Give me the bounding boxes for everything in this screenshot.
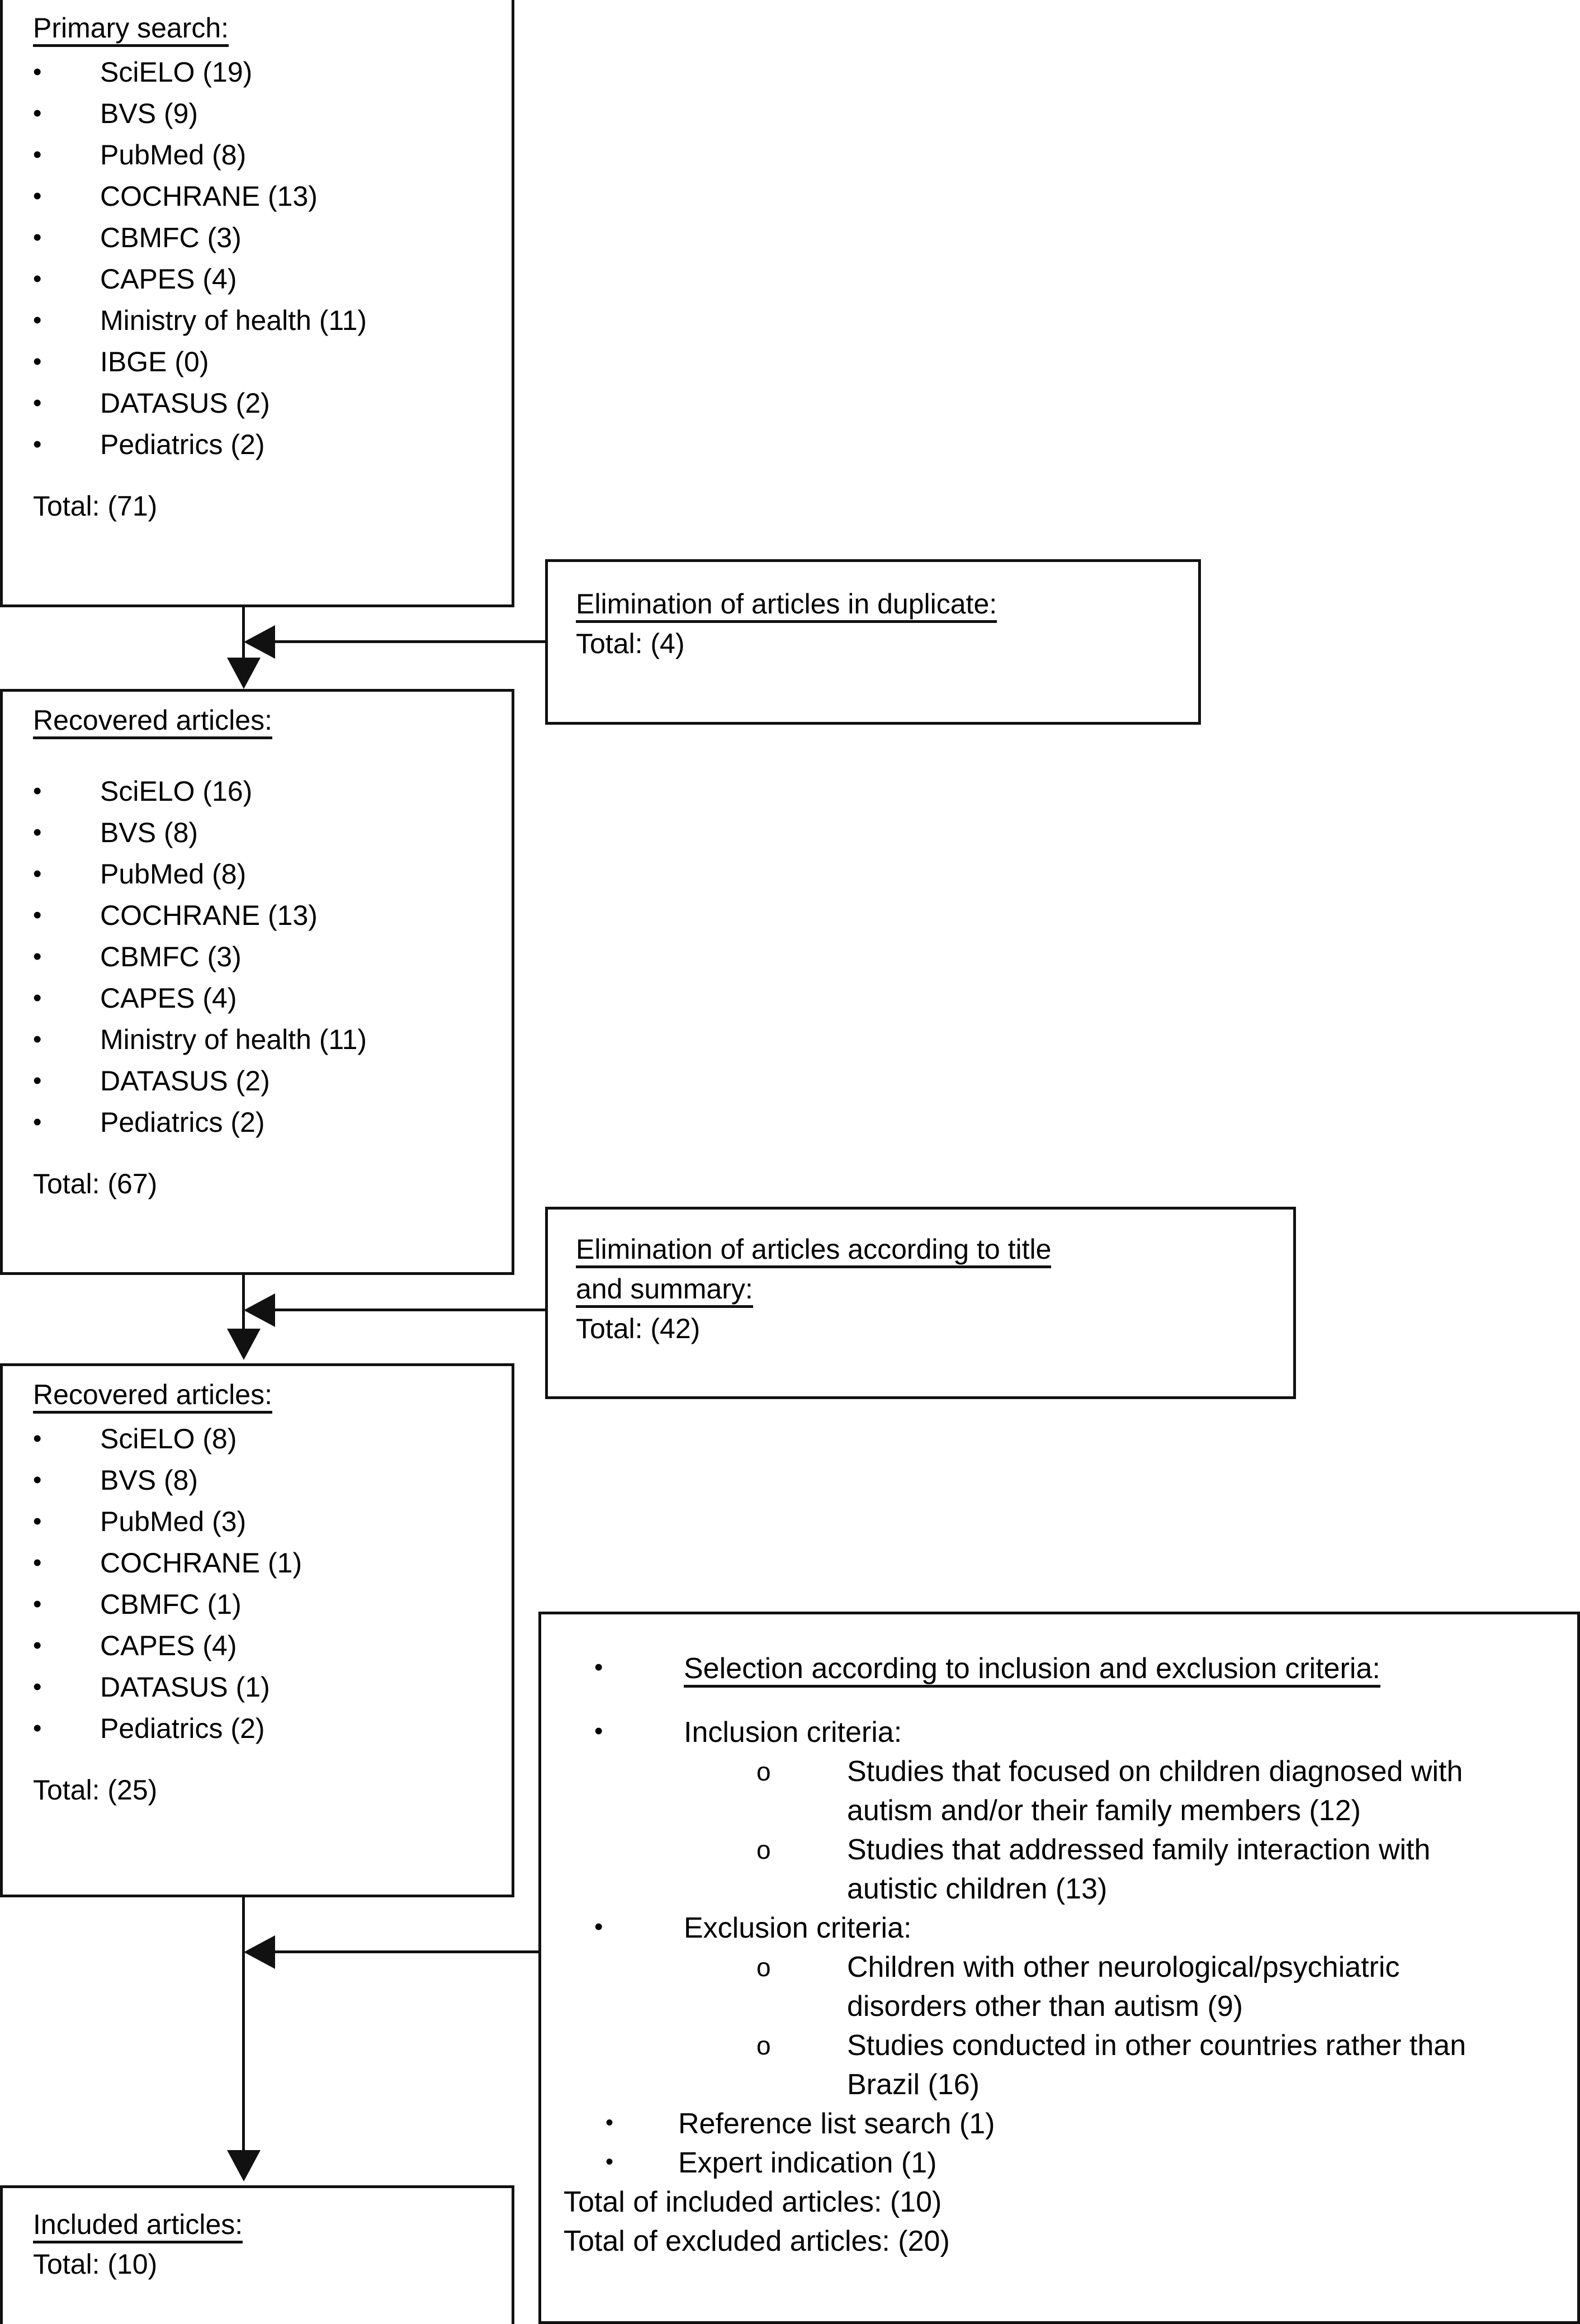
arrowhead-down-included [227,2150,261,2181]
recovered-articles-2-total: Total: (25) [33,1774,158,1806]
exclusion-criteria-item-text: Studies conducted in other countries rat… [847,2029,1467,2101]
elimination-duplicate-total: Total: (4) [576,628,685,659]
list-item: BVS (8) [33,812,367,853]
arrowhead-down-recovered1 [227,658,261,689]
selection-criteria-heading-row: Selection according to inclusion and exc… [594,1648,1567,1688]
elimination-title-summary-box: Elimination of articles according to tit… [545,1207,1296,1399]
list-item: Ministry of health (11) [33,300,367,341]
primary-search-list: SciELO (19) BVS (9) PubMed (8) COCHRANE … [33,51,367,465]
recovered-articles-1-list: SciELO (16) BVS (8) PubMed (8) COCHRANE … [33,771,367,1143]
elimination-duplicate-heading: Elimination of articles in duplicate: [576,590,997,623]
arrowhead-left-criteria [244,1935,275,1969]
connector-recovered1-to-recovered2 [242,1275,245,1332]
elimination-title-summary-heading-line2: and summary: [576,1275,753,1308]
list-item: PubMed (8) [33,853,367,895]
spacer [33,1749,302,1776]
extra-source-item: Reference list search (1) [594,2103,1567,2143]
list-item: PubMed (8) [33,134,367,176]
list-item: PubMed (3) [33,1501,302,1542]
list-item: CAPES (4) [33,258,367,300]
inclusion-criteria-label-row: Inclusion criteria: [594,1712,1567,1752]
list-item: COCHRANE (13) [33,176,367,217]
list-item: Pediatrics (2) [33,424,367,465]
arrowhead-left-title-summary [244,1293,275,1327]
included-articles-heading: Included articles: [33,2210,243,2243]
list-item: Pediatrics (2) [33,1102,367,1143]
inclusion-criteria-label: Inclusion criteria: [684,1716,902,1749]
elimination-title-summary-heading-line1: Elimination of articles according to tit… [576,1235,1052,1268]
spacer [33,465,367,492]
exclusion-criteria-label: Exclusion criteria: [684,1912,912,1944]
exclusion-criteria-label-row: Exclusion criteria: [594,1907,1567,1948]
primary-search-total: Total: (71) [33,490,158,522]
recovered-articles-2-box: Recovered articles: SciELO (8) BVS (8) P… [0,1363,514,1897]
list-item: BVS (9) [33,93,367,134]
elimination-title-summary-total: Total: (42) [576,1313,701,1344]
list-item: DATASUS (1) [33,1666,302,1708]
connector-criteria-to-stem [274,1950,540,1953]
connector-duplicate-to-stem [274,640,546,643]
exclusion-criteria-item-text: Children with other neurological/psychia… [847,1951,1400,2023]
selection-criteria-box: Selection according to inclusion and exc… [538,1612,1580,2324]
connector-title-summary-to-stem [274,1309,546,1311]
list-item: SciELO (8) [33,1418,302,1459]
spacer [33,1143,367,1170]
connector-primary-to-recovered1 [242,607,245,663]
list-item: CBMFC (1) [33,1584,302,1625]
total-excluded-articles: Total of excluded articles: (20) [564,2225,950,2257]
list-item: CAPES (4) [33,977,367,1019]
inclusion-criteria-item: Studies that focused on children diagnos… [594,1752,1567,1830]
recovered-articles-2-list: SciELO (8) BVS (8) PubMed (3) COCHRANE (… [33,1418,302,1749]
list-item: DATASUS (2) [33,382,367,424]
recovered-articles-2-heading: Recovered articles: [33,1381,272,1414]
extra-source-text: Expert indication (1) [678,2147,937,2179]
list-item: CBMFC (3) [33,936,367,977]
list-item: CBMFC (3) [33,217,367,258]
exclusion-criteria-item: Studies conducted in other countries rat… [594,2026,1567,2104]
exclusion-criteria-item: Children with other neurological/psychia… [594,1948,1567,2026]
primary-search-box: Primary search: SciELO (19) BVS (9) PubM… [0,0,514,607]
included-articles-box: Included articles: Total: (10) [0,2185,514,2324]
connector-recovered2-to-included [242,1897,245,2155]
list-item: BVS (8) [33,1459,302,1501]
recovered-articles-1-box: Recovered articles: SciELO (16) BVS (8) … [0,689,514,1275]
recovered-articles-1-heading: Recovered articles: [33,706,272,739]
list-item: CAPES (4) [33,1625,302,1666]
list-item: IBGE (0) [33,341,367,382]
list-item: Ministry of health (11) [33,1019,367,1060]
recovered-articles-1-total: Total: (67) [33,1168,158,1199]
arrowhead-down-recovered2 [227,1329,261,1360]
selection-criteria-heading: Selection according to inclusion and exc… [684,1654,1380,1688]
arrowhead-left-duplicate [244,625,275,659]
total-included-articles: Total of included articles: (10) [564,2186,942,2218]
elimination-duplicate-box: Elimination of articles in duplicate: To… [545,559,1201,725]
extra-source-item: Expert indication (1) [594,2142,1567,2183]
inclusion-criteria-item: Studies that addressed family interactio… [594,1830,1567,1909]
extra-source-text: Reference list search (1) [678,2108,995,2140]
inclusion-criteria-item-text: Studies that addressed family interactio… [847,1834,1431,1905]
list-item: SciELO (19) [33,51,367,93]
primary-search-heading: Primary search: [33,14,229,47]
list-item: Pediatrics (2) [33,1708,302,1749]
selection-criteria-content: Selection according to inclusion and exc… [564,1648,1567,2261]
list-item: DATASUS (2) [33,1060,367,1102]
list-item: SciELO (16) [33,771,367,812]
list-item: COCHRANE (13) [33,895,367,936]
inclusion-criteria-item-text: Studies that focused on children diagnos… [847,1755,1463,1827]
list-item: COCHRANE (1) [33,1542,302,1584]
included-articles-total: Total: (10) [33,2249,158,2280]
